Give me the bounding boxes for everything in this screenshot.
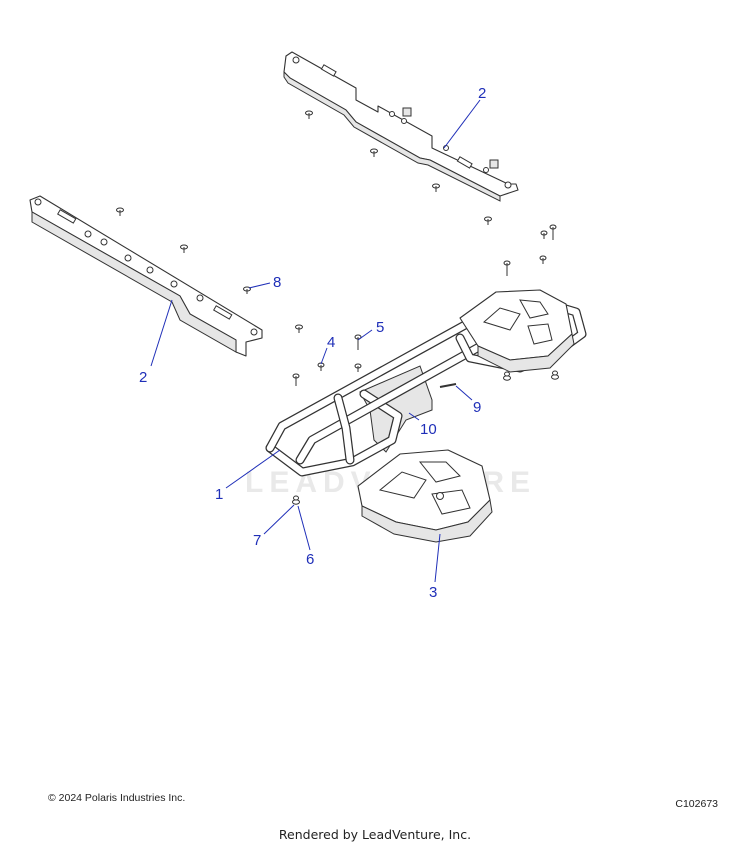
callout-9: 9 <box>473 399 481 416</box>
callout-10: 10 <box>420 421 437 438</box>
callout-4: 4 <box>327 334 335 351</box>
callout-3: 3 <box>429 584 437 601</box>
copyright-notice: © 2024 Polaris Industries Inc. <box>48 792 186 804</box>
callout-8: 8 <box>273 274 281 291</box>
bumper-rack-part <box>265 301 587 477</box>
diagram-code: C102673 <box>675 798 718 810</box>
callout-2-upper-rail: 2 <box>478 85 486 102</box>
upper-rail-part <box>283 51 519 202</box>
leader-lines <box>150 99 481 583</box>
footrest-upper-part <box>459 289 575 373</box>
footrest-lower-part <box>357 449 493 543</box>
callout-5: 5 <box>376 319 384 336</box>
lower-rail-part <box>29 195 263 357</box>
rendered-by-credit: Rendered by LeadVenture, Inc. <box>278 827 472 842</box>
callout-7: 7 <box>253 532 261 549</box>
callout-6: 6 <box>306 551 314 568</box>
fasteners <box>116 110 559 505</box>
callout-1: 1 <box>215 486 223 503</box>
callouts: 2 2 8 5 4 9 10 1 7 6 3 <box>139 85 486 601</box>
callout-2-lower-rail: 2 <box>139 369 147 386</box>
